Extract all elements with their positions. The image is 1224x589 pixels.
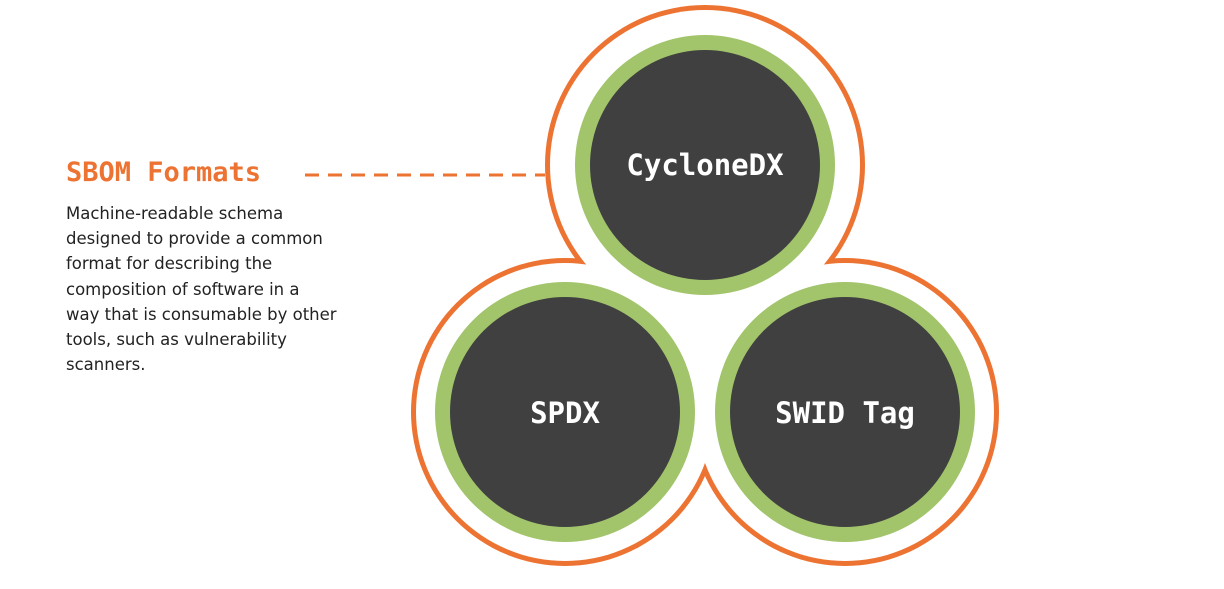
callout-title: SBOM Formats	[66, 157, 262, 188]
node-spdx: SPDX	[435, 282, 695, 542]
callout-description: Machine-readable schema designed to prov…	[66, 204, 337, 375]
node-spdx-circle	[450, 297, 680, 527]
node-swid-tag: SWID Tag	[715, 282, 975, 542]
node-cyclonedx: CycloneDX	[575, 35, 835, 295]
node-swid-tag-label: SWID Tag	[775, 396, 915, 430]
node-cyclonedx-label: CycloneDX	[626, 148, 784, 182]
node-spdx-label: SPDX	[530, 396, 600, 430]
node-swid-tag-circle	[730, 297, 960, 527]
node-cyclonedx-circle	[590, 50, 820, 280]
